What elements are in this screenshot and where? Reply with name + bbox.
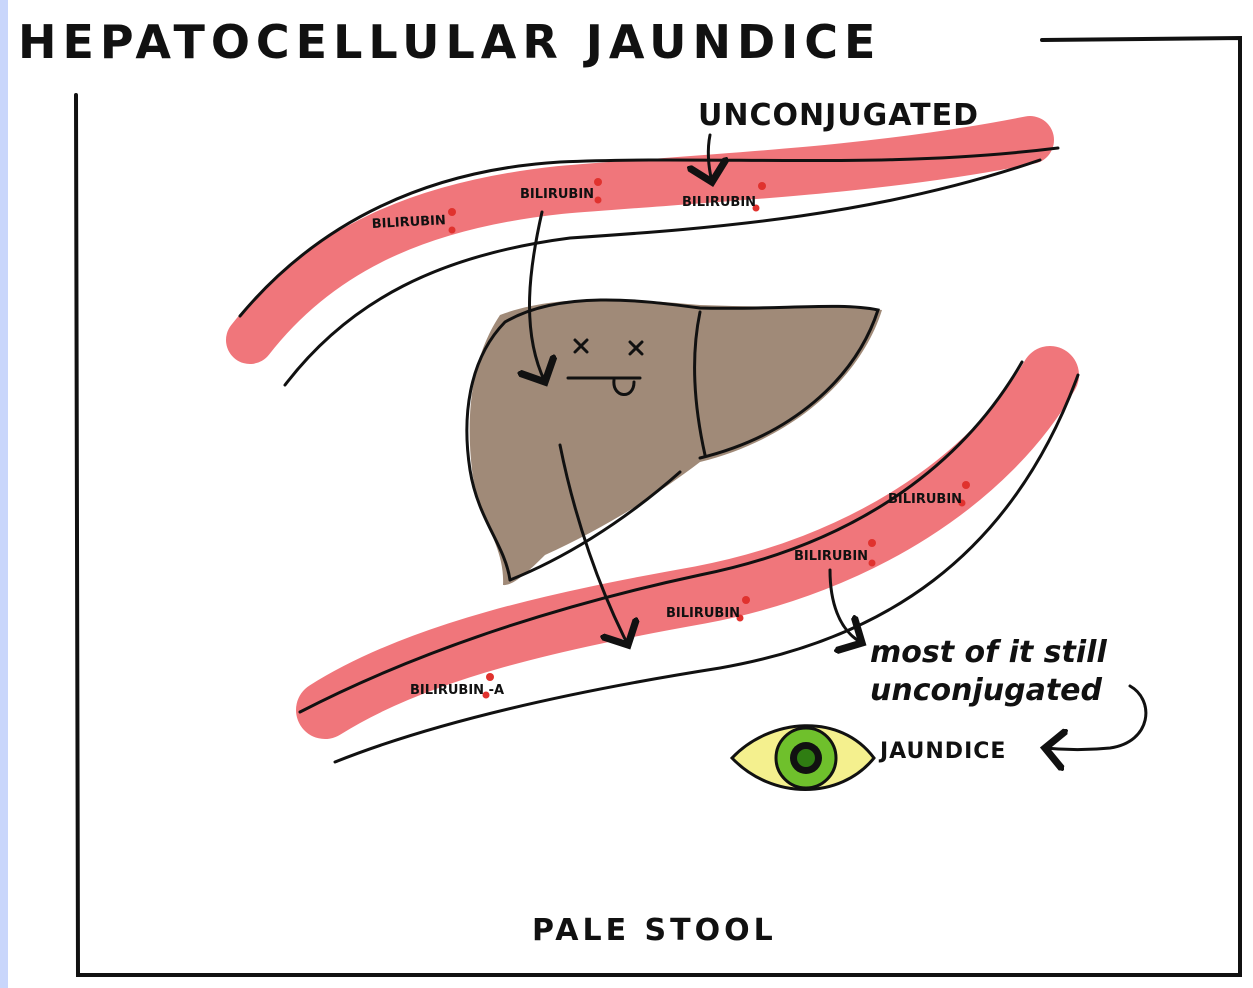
page-title: HEPATOCELLULAR JAUNDICE [18,15,881,69]
bilirubin-label: BILIRUBIN [520,187,594,202]
jaundice-label: JAUNDICE [878,739,1006,764]
note-line-1: most of it still [870,635,1107,670]
eye-icon [732,726,874,790]
bilirubin-label: BILIRUBIN [682,195,756,210]
unconjugated-label: UNCONJUGATED [698,98,979,133]
bilirubin-label: BILIRUBIN [888,492,962,507]
note-line-2: unconjugated [870,673,1103,708]
bilirubin-label: BILIRUBIN [794,549,868,564]
bilirubin-a-label: BILIRUBIN -A [410,683,504,698]
bilirubin-label: BILIRUBIN [666,606,740,621]
pale-stool-label: PALE STOOL [532,913,777,948]
